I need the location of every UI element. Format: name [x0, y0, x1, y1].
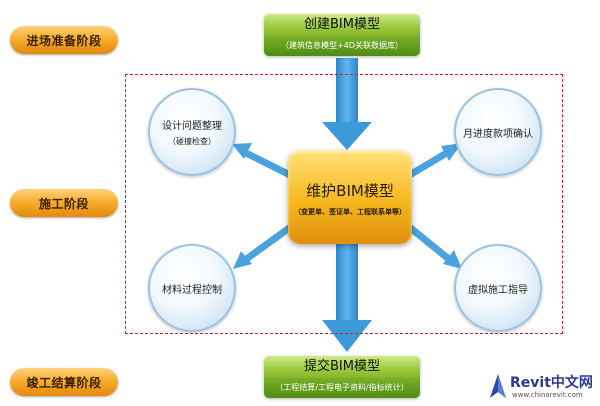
arrow-maintain-to-submit [322, 244, 372, 352]
maintain-bim-title: 维护BIM模型 [306, 182, 394, 200]
material-control-node: 材料过程控制 [148, 244, 236, 332]
monthly-progress-label: 月进度款项确认 [463, 128, 533, 140]
stage-entry-label: 进场准备阶段 [10, 26, 118, 54]
design-issues-label: 设计问题整理 [162, 121, 222, 132]
maintain-bim-model-box: 维护BIM模型 （变更单、签证单、工程联系单等） [288, 150, 412, 244]
maintain-bim-subtitle: （变更单、签证单、工程联系单等） [294, 208, 406, 216]
arrow-to-design-issues [232, 143, 294, 180]
submit-bim-model-box: 提交BIM模型 （工程结算/工程电子资料/指标统计） [264, 356, 420, 398]
revit-logo-icon [490, 374, 506, 398]
watermark-site: www.chinarevit.com [512, 391, 583, 399]
submit-bim-title: 提交BIM模型 [264, 356, 420, 378]
material-control-label: 材料过程控制 [162, 284, 222, 296]
create-bim-subtitle: （建筑信息模型+4D关联数据库） [264, 36, 420, 56]
design-issues-node: 设计问题整理 （碰撞检查） [148, 88, 236, 176]
stage-completion-label: 竣工结算阶段 [10, 368, 118, 396]
construction-phase-frame [125, 74, 563, 334]
arrow-to-virtual-guidance [405, 223, 462, 269]
create-bim-model-box: 创建BIM模型 （建筑信息模型+4D关联数据库） [264, 14, 420, 56]
virtual-guidance-node: 虚拟施工指导 [454, 244, 542, 332]
virtual-guidance-label: 虚拟施工指导 [468, 284, 528, 296]
create-bim-title: 创建BIM模型 [264, 14, 420, 36]
watermark-brand: Revit中文网 [510, 375, 593, 391]
submit-bim-subtitle: （工程结算/工程电子资料/指标统计） [264, 378, 420, 398]
design-issues-sub: （碰撞检查） [168, 137, 216, 146]
stage-construction-label: 施工阶段 [10, 189, 118, 217]
monthly-progress-node: 月进度款项确认 [454, 88, 542, 176]
arrow-to-material-control [233, 223, 295, 269]
revit-watermark: Revit中文网 www.chinarevit.com [488, 370, 598, 404]
